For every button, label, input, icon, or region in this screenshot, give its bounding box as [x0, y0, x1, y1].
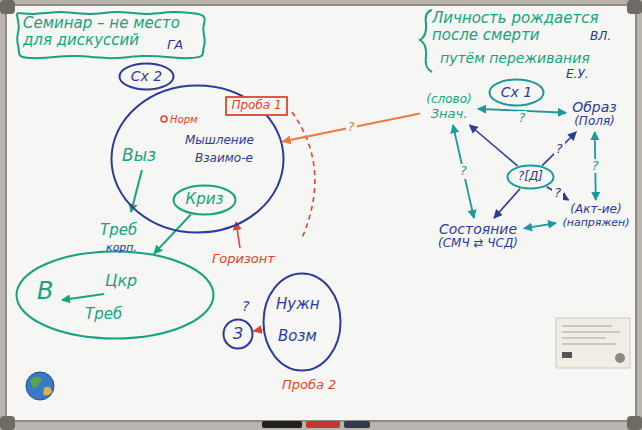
ellipse-outline [224, 320, 253, 349]
node-text: (Поля) [574, 115, 615, 129]
ellipse-outline [120, 64, 174, 90]
crisis-ellipse: Криз [172, 184, 237, 216]
node-text: Образ [572, 99, 617, 115]
node-text: Сх 2 [131, 68, 162, 84]
scheme-circle: Сх 2 [118, 62, 175, 91]
edge-label: ? [458, 164, 469, 178]
connector [542, 132, 576, 166]
hand-arrow [236, 222, 240, 248]
ellipse-outline [490, 80, 544, 106]
node-text: Проба 1 [231, 99, 281, 113]
frame-corner [0, 0, 15, 14]
node-text: (Акт-ие) [570, 203, 621, 217]
note-word: корп. [106, 242, 137, 255]
node-text: (СМЧ ⇄ ЧСД) [438, 237, 518, 251]
globe-magnet [26, 372, 54, 400]
node-outline [262, 272, 342, 372]
note-word: Треб [100, 222, 137, 239]
scheme-ellipse: В ЦкрТреб [15, 250, 215, 340]
quote-text: путём переживания [440, 50, 590, 66]
note-word: Горизонт [212, 252, 275, 267]
rect-outline [226, 97, 287, 115]
edge-label: ? [517, 111, 528, 125]
connector [470, 125, 518, 166]
node-text: Возм [278, 328, 317, 345]
connector [453, 125, 474, 218]
hand-arrow [62, 294, 104, 300]
ellipse-outline [264, 274, 341, 371]
concept-node: (Акт-ие)(напряжен) [556, 200, 636, 233]
node-text: В [37, 278, 53, 306]
point-mark [161, 116, 167, 122]
letter-circle: З [222, 318, 254, 350]
quote-bracket [420, 10, 432, 72]
edge-label: ? [590, 159, 601, 173]
dashed-arc [292, 112, 315, 238]
scheme-circle: Сх 1 [488, 78, 545, 107]
marker-pens [262, 421, 370, 428]
node-text: З [233, 325, 243, 343]
connector [524, 223, 556, 228]
node-text: Состояние [439, 221, 517, 237]
quote-author: Е.У. [566, 68, 589, 82]
sticky-note [556, 318, 630, 368]
node-text: ?[Д] [518, 170, 543, 184]
ellipse-outline [17, 252, 214, 339]
edge-label: ? [554, 142, 565, 156]
node-text: Криз [186, 191, 224, 208]
frame-corner [0, 416, 15, 430]
node-text: Взаимо-е [195, 152, 253, 166]
wavy-outline [17, 12, 205, 58]
connector [254, 329, 263, 331]
note-word: Проба 2 [282, 378, 336, 393]
ellipse-outline [508, 166, 554, 189]
connector [547, 187, 569, 200]
node-text: (напряжен) [562, 217, 629, 230]
node-text: Семинар – не место для дискуссий [23, 15, 191, 50]
frame-corner [627, 0, 642, 14]
node-text: Нужн [276, 296, 319, 313]
hand-arrow [131, 170, 142, 212]
node-text: Норм [170, 114, 198, 126]
connector [154, 215, 191, 254]
frame-corner [627, 416, 642, 430]
scheme-ellipse: Выз НормМышлениеВзаимо-е Проба 1 Криз [110, 84, 285, 234]
concept-node: (слово)Знач. [420, 90, 478, 125]
center-circle: ?[Д] [506, 164, 555, 190]
node-text: Мышление [185, 134, 254, 148]
connector [494, 189, 520, 218]
node-text: Сх 1 [501, 84, 532, 100]
node-text: Цкр [105, 272, 137, 290]
need-ellipse: НужнВозм [262, 272, 342, 372]
ellipse-outline [174, 186, 236, 215]
question-mark: ? [242, 298, 249, 314]
node-text: ГА [167, 38, 183, 53]
node-text: Знач. [431, 107, 468, 122]
connector [283, 113, 420, 141]
trial-box: Проба 1 [225, 96, 288, 116]
node-text: Выз [122, 146, 156, 166]
ellipse-outline [112, 86, 284, 233]
node-text: Треб [85, 306, 122, 323]
board-surface [6, 5, 636, 421]
note-box: Семинар – не место для дискуссийГА [15, 10, 207, 60]
edge-label: ? [346, 120, 357, 134]
node-text: (слово) [426, 93, 471, 107]
concept-node: Состояние(СМЧ ⇄ ЧСД) [432, 218, 524, 254]
quote-author: ВЛ. [590, 30, 611, 44]
edge-label: ? [552, 186, 563, 200]
concept-node: Образ(Поля) [566, 96, 623, 132]
